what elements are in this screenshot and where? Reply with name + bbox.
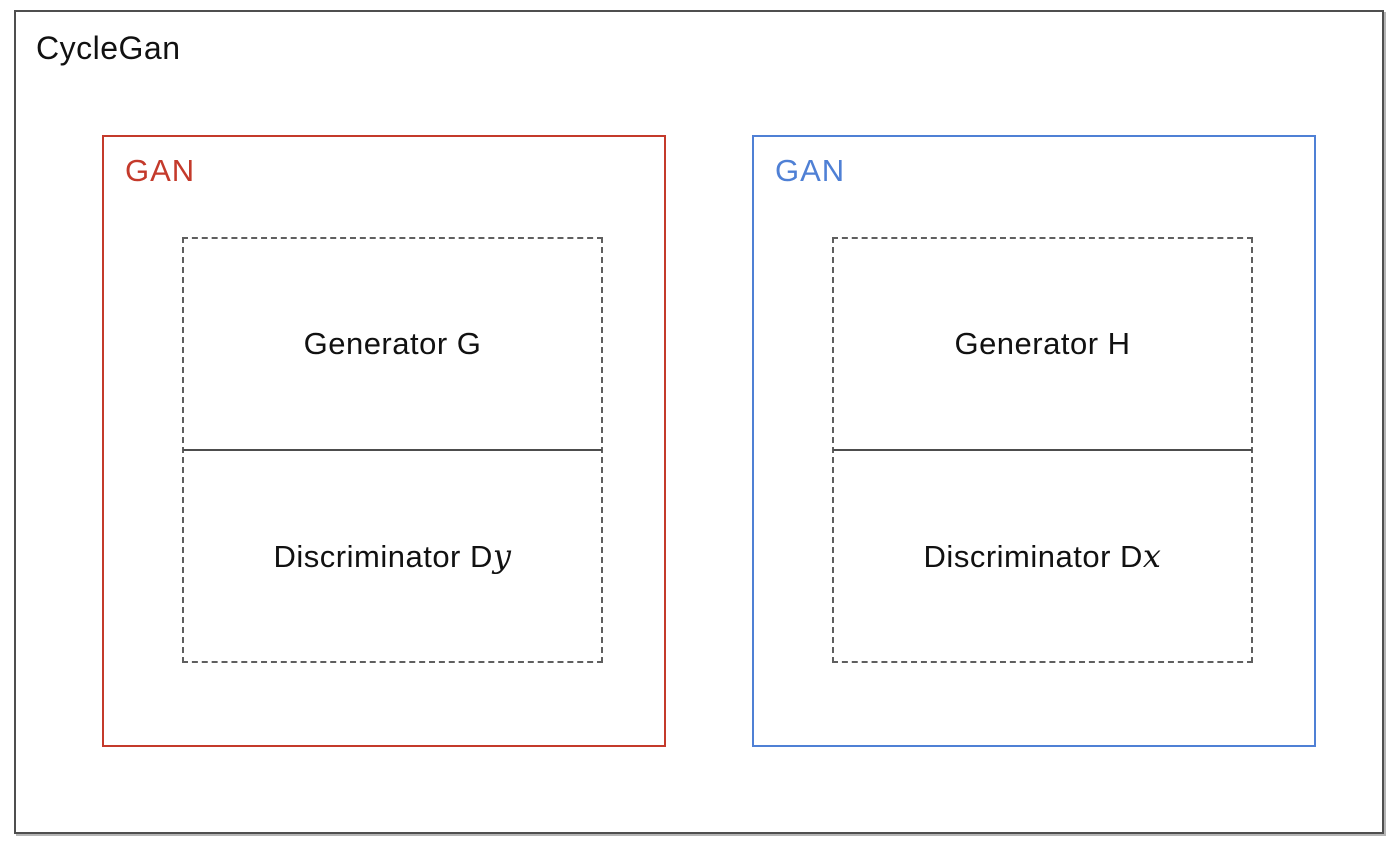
discriminator-var-left: y: [492, 537, 512, 575]
discriminator-cell-left: Discriminator Dy: [184, 451, 601, 661]
generator-discriminator-divider-right: [833, 449, 1252, 451]
generator-cell-right: Generator H: [834, 239, 1251, 449]
diagram-title: CycleGan: [36, 30, 181, 66]
discriminator-label-right: Discriminator Dx: [924, 537, 1162, 575]
discriminator-var-right: x: [1142, 537, 1162, 575]
gan-box-left: GAN Generator G Discriminator Dy: [102, 135, 666, 747]
generator-label-left: Generator G: [303, 326, 482, 361]
gan-inner-dashed-box-right: Generator H Discriminator Dx: [832, 237, 1253, 663]
discriminator-label-left: Discriminator Dy: [274, 537, 512, 575]
discriminator-text-left: Discriminator D: [273, 539, 493, 574]
gan-box-right: GAN Generator H Discriminator Dx: [752, 135, 1316, 747]
gan-label-right: GAN: [775, 153, 846, 188]
gan-label-left: GAN: [125, 153, 196, 188]
discriminator-text-right: Discriminator D: [923, 539, 1143, 574]
discriminator-cell-right: Discriminator Dx: [834, 451, 1251, 661]
generator-cell-left: Generator G: [184, 239, 601, 449]
gan-inner-dashed-box-left: Generator G Discriminator Dy: [182, 237, 603, 663]
generator-discriminator-divider-left: [183, 449, 602, 451]
generator-label-right: Generator H: [954, 326, 1131, 361]
cyclegan-container-box: CycleGan GAN Generator G Discriminator D…: [14, 10, 1384, 834]
